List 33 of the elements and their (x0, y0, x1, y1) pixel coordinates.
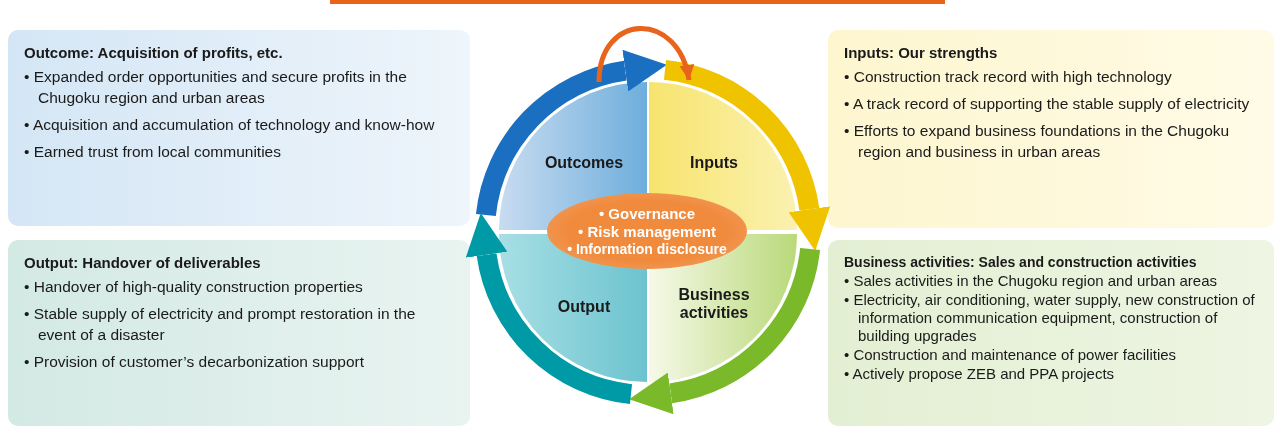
bullet-item: • Acquisition and accumulation of technology and know-how (24, 114, 436, 135)
bullet-item: • Risk management (577, 222, 717, 241)
output-panel (8, 240, 470, 426)
bullet-item: • Provision of customer’s decarbonization support (24, 351, 365, 372)
bullet-item: • Governance (597, 204, 697, 223)
cycle-arrow (663, 60, 830, 251)
bullet-item: • Efforts to expand business foundations in the Chugoku region and business in urban areas (844, 120, 1231, 162)
curved-arrow (596, 26, 693, 83)
cycle-arrow (466, 213, 633, 404)
panel-heading: Business activities: Sales and construction activities (844, 254, 1198, 270)
bullet-item: • Expanded order opportunities and secure profits in the Chugoku region and urban areas (24, 67, 408, 108)
cycle-arrow (629, 247, 820, 414)
bullet-item: • Earned trust from local communities (24, 141, 282, 162)
cycle-arrow (476, 50, 667, 217)
panel-heading: Outcome: Acquisition of profits, etc. (24, 44, 284, 61)
bullet-item: • Actively propose ZEB and PPA projects (844, 365, 1116, 383)
outcome-panel (8, 30, 470, 226)
bullet-item: • Electricity, air conditioning, water supply, new construction of information communication equipment, construction of building upgrades (844, 291, 1256, 345)
quadrant-label: Outcomes (543, 154, 625, 172)
bullet-item: • Handover of high-quality construction properties (24, 277, 364, 297)
bullet-item: • Information disclosure (567, 240, 727, 258)
panel-heading: Output: Handover of deliverables (24, 254, 262, 271)
panel-heading: Inputs: Our strengths (844, 44, 999, 61)
bullet-item: • A track record of supporting the stable supply of electricity (844, 93, 1251, 114)
quadrant-label: Output (556, 298, 612, 316)
inputs-panel (828, 30, 1274, 228)
bullet-item: • Construction track record with high technology (844, 67, 1173, 87)
bullet-item: • Sales activities in the Chugoku region and urban areas (844, 272, 1218, 290)
bullet-item: • Stable supply of electricity and prompt restoration in the event of a disaster (24, 303, 417, 345)
quadrant-label: Business activities (677, 286, 751, 322)
business-activities-panel (828, 240, 1274, 426)
quadrant-label: Inputs (689, 154, 739, 172)
bullet-item: • Construction and maintenance of power facilities (844, 346, 1178, 364)
